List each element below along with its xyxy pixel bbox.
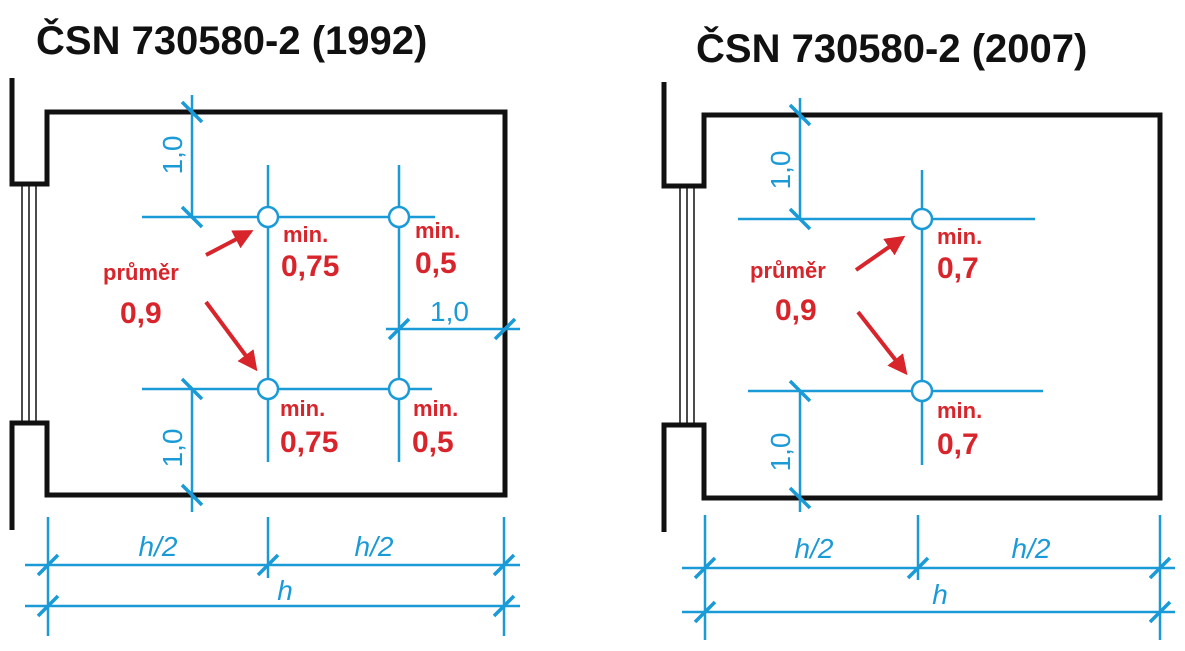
measurement-point — [256, 205, 280, 229]
point-min-value: 0,75 — [281, 250, 339, 283]
point-min-label: min. — [937, 224, 982, 249]
width-dimensions — [25, 517, 520, 636]
dimension-label-bottom: 1,0 — [157, 429, 188, 468]
width-dimensions — [682, 515, 1175, 640]
panel-2007: ČSN 730580-2 (2007) 1,0 1,0 — [661, 25, 1175, 640]
window-opening — [12, 183, 47, 424]
measurement-point — [387, 205, 411, 229]
arrow-icon — [205, 230, 254, 257]
dimension-label-top: 1,0 — [157, 136, 188, 175]
average-label: průměr — [103, 260, 179, 285]
average-value: 0,9 — [120, 297, 162, 330]
measurement-point — [256, 377, 280, 401]
point-min-label: min. — [280, 396, 325, 421]
average-value: 0,9 — [775, 294, 817, 327]
average-label: průměr — [750, 258, 826, 283]
panel-1992: ČSN 730580-2 (1992) — [9, 17, 520, 636]
measurement-point — [910, 379, 934, 403]
measurement-grid — [738, 98, 1043, 512]
half-width-label: h/2 — [1012, 533, 1051, 564]
point-min-value: 0,7 — [937, 428, 979, 461]
dimension-label-top: 1,0 — [765, 151, 796, 190]
point-min-value: 0,75 — [280, 426, 338, 459]
arrow-icon — [856, 310, 908, 376]
point-min-value: 0,5 — [412, 426, 454, 459]
full-width-label: h — [277, 575, 293, 606]
panel-title: ČSN 730580-2 (1992) — [36, 17, 427, 63]
half-width-label: h/2 — [355, 531, 394, 562]
room-walls — [661, 82, 1163, 532]
arrow-icon — [854, 235, 906, 272]
panel-title: ČSN 730580-2 (2007) — [696, 25, 1087, 71]
point-min-label: min. — [413, 396, 458, 421]
arrow-icon — [204, 300, 258, 372]
point-min-value: 0,7 — [937, 252, 979, 285]
dimension-ticks — [180, 100, 517, 507]
dimension-label-bottom: 1,0 — [765, 433, 796, 472]
point-min-label: min. — [283, 222, 328, 247]
point-min-label: min. — [937, 398, 982, 423]
dimension-label-right: 1,0 — [430, 296, 469, 327]
measurement-point — [910, 207, 934, 231]
point-min-label: min. — [415, 218, 460, 243]
measurement-point — [387, 377, 411, 401]
full-width-label: h — [932, 579, 948, 610]
dimension-ticks — [788, 103, 812, 510]
window-opening — [664, 185, 704, 426]
half-width-label: h/2 — [795, 533, 834, 564]
point-min-value: 0,5 — [415, 247, 457, 280]
half-width-label: h/2 — [139, 531, 178, 562]
